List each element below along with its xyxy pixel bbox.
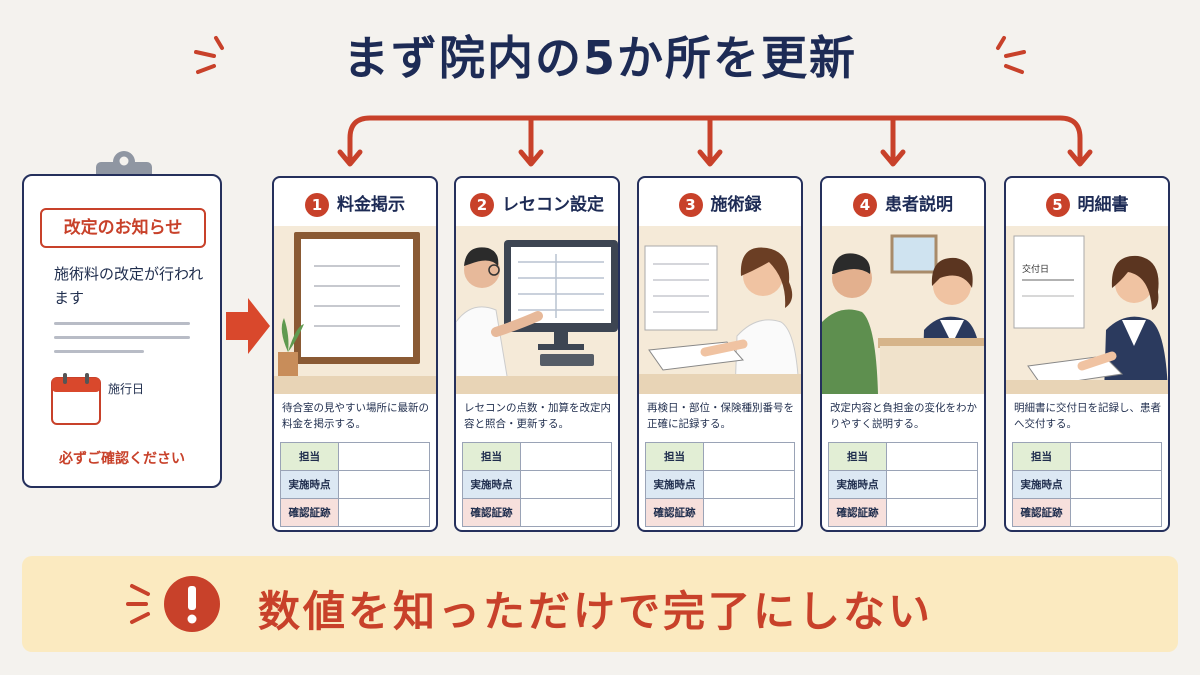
illustration-price-board — [274, 226, 436, 394]
calendar-icon — [51, 373, 101, 425]
card-title: 患者説明 — [885, 195, 953, 215]
illustration-computer — [456, 226, 618, 395]
notice-footer: 必ずご確認ください — [59, 451, 185, 467]
evidence-cell[interactable] — [1070, 498, 1162, 527]
illustration-record-writing — [639, 226, 801, 395]
exclamation-icon — [126, 576, 220, 632]
timing-cell[interactable] — [886, 470, 978, 499]
card-header: 3 施術録 — [639, 190, 801, 217]
row-label-evidence: 確認証跡 — [462, 498, 521, 527]
step-number-badge: 5 — [1045, 193, 1070, 217]
step-card-treatment-record: 3 施術録 再検日・部位・保険種別番号を正確に記録する。 担当 実施時点 確認証跡 — [637, 176, 803, 532]
row-label-timing: 実施時点 — [645, 470, 704, 499]
row-label-timing: 実施時点 — [828, 470, 887, 499]
step-card-statement: 5 明細書 交付日 明細書に交付日を記録し、患者へ交付する。 担当 実施時点 確認… — [1004, 176, 1170, 532]
card-title: 施術録 — [710, 195, 762, 215]
card-title: 明細書 — [1077, 195, 1129, 215]
row-label-evidence: 確認証跡 — [828, 498, 887, 527]
evidence-cell[interactable] — [338, 498, 430, 527]
step-number-badge: 2 — [470, 193, 494, 217]
date-label: 施行日 — [108, 382, 145, 396]
timing-cell[interactable] — [338, 470, 430, 499]
timing-cell[interactable] — [1070, 470, 1162, 499]
evidence-cell[interactable] — [886, 498, 978, 527]
card-description: レセコンの点数・加算を改定内容と照合・更新する。 — [464, 402, 611, 430]
checklist-table: 担当 実施時点 確認証跡 — [280, 442, 430, 527]
card-description: 明細書に交付日を記録し、患者へ交付する。 — [1014, 402, 1161, 430]
warning-text: 数値を知っただけで完了にしない — [258, 587, 934, 636]
step-number-badge: 3 — [678, 193, 703, 217]
card-title: レセコン設定 — [502, 195, 604, 215]
checklist-table: 担当 実施時点 確認証跡 — [828, 442, 978, 527]
notice-line — [54, 336, 190, 339]
step-card-receipt-system: 2 レセコン設定 レセコンの点数・加算を改定内容と照合・更新する。 担当 実施時点… — [454, 176, 620, 532]
issue-date-label: 交付日 — [1022, 263, 1049, 275]
spark-left-icon — [194, 36, 224, 74]
checklist-table: 担当 実施時点 確認証跡 — [462, 442, 612, 527]
row-label-evidence: 確認証跡 — [1012, 498, 1071, 527]
notice-board: 改定のお知らせ 施術料の改定が行われます 施行日 必ずご確認ください — [22, 174, 222, 488]
row-label-assignee: 担当 — [645, 442, 704, 471]
row-label-timing: 実施時点 — [1012, 470, 1071, 499]
checklist-table: 担当 実施時点 確認証跡 — [645, 442, 795, 527]
card-header: 5 明細書 — [1006, 190, 1168, 217]
step-card-patient-explanation: 4 患者説明 改定内容と負担金の変化をわかりやすく説明する。 担当 実施時点 確認… — [820, 176, 986, 532]
row-label-evidence: 確認証跡 — [645, 498, 704, 527]
assignee-cell[interactable] — [520, 442, 612, 471]
page-title: まず院内の5か所を更新 — [342, 31, 857, 85]
assignee-cell[interactable] — [703, 442, 795, 471]
step-card-price-posting: 1 料金掲示 待合室の見やすい場所に最新の料金を掲示する。 担当 実施時点 確認証… — [272, 176, 438, 532]
row-label-timing: 実施時点 — [462, 470, 521, 499]
evidence-cell[interactable] — [520, 498, 612, 527]
card-description: 待合室の見やすい場所に最新の料金を掲示する。 — [282, 402, 429, 430]
step-number-badge: 4 — [853, 193, 877, 217]
assignee-cell[interactable] — [1070, 442, 1162, 471]
card-description: 改定内容と負担金の変化をわかりやすく説明する。 — [830, 402, 977, 430]
card-description: 再検日・部位・保険種別番号を正確に記録する。 — [647, 402, 794, 430]
row-label-timing: 実施時点 — [280, 470, 339, 499]
timing-cell[interactable] — [703, 470, 795, 499]
row-label-assignee: 担当 — [462, 442, 521, 471]
row-label-assignee: 担当 — [828, 442, 887, 471]
warning-banner: 数値を知っただけで完了にしない — [22, 556, 1178, 652]
spark-right-icon — [996, 36, 1026, 74]
illustration-patient-reception — [822, 226, 984, 394]
notice-line — [54, 350, 144, 353]
step-number-badge: 1 — [305, 193, 329, 217]
notice-header: 改定のお知らせ — [40, 208, 206, 248]
illustration-statement-delivery: 交付日 — [1006, 226, 1168, 394]
card-title: 料金掲示 — [337, 195, 405, 215]
row-label-assignee: 担当 — [1012, 442, 1071, 471]
timing-cell[interactable] — [520, 470, 612, 499]
evidence-cell[interactable] — [703, 498, 795, 527]
row-label-evidence: 確認証跡 — [280, 498, 339, 527]
checklist-table: 担当 実施時点 確認証跡 — [1012, 442, 1162, 527]
assignee-cell[interactable] — [338, 442, 430, 471]
right-arrow-icon — [226, 298, 270, 354]
notice-line — [54, 322, 190, 325]
card-header: 2 レセコン設定 — [456, 190, 618, 217]
card-header: 4 患者説明 — [822, 190, 984, 217]
assignee-cell[interactable] — [886, 442, 978, 471]
notice-body: 施術料の改定が行われます — [54, 265, 204, 307]
row-label-assignee: 担当 — [280, 442, 339, 471]
card-header: 1 料金掲示 — [274, 190, 436, 217]
